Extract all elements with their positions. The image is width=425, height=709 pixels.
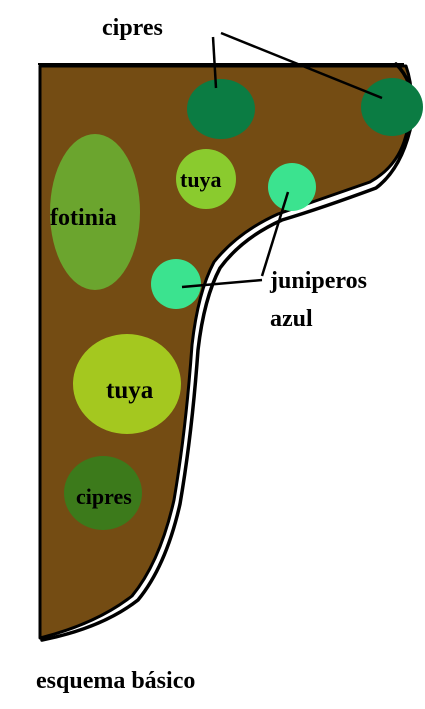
fotinia-label: fotinia bbox=[50, 205, 117, 231]
cipres-bottom-label: cipres bbox=[76, 484, 132, 509]
bed-curve-outline bbox=[40, 62, 415, 642]
tuya-small-label: tuya bbox=[180, 167, 222, 192]
tuya-plant-large bbox=[73, 334, 181, 434]
fotinia-plant bbox=[50, 134, 140, 290]
junipero-plant-upper bbox=[268, 163, 316, 211]
cipres-leader-line-2 bbox=[220, 31, 383, 100]
tuya-plant-small bbox=[176, 149, 236, 209]
tuya-large-label: tuya bbox=[106, 377, 154, 404]
juniperos-label-line1: juniperos bbox=[269, 268, 367, 294]
junipero-leader-line-1 bbox=[260, 191, 290, 277]
juniperos-label-line2: azul bbox=[270, 306, 313, 332]
cipres-plant-corner bbox=[361, 78, 423, 136]
cipres-leader-line-1 bbox=[211, 36, 218, 89]
cipres-plant-top bbox=[187, 79, 255, 139]
cipres-top-label: cipres bbox=[102, 15, 163, 41]
caption: esquema básico bbox=[36, 668, 195, 694]
cipres-plant-bottom bbox=[64, 456, 142, 530]
junipero-plant-lower bbox=[151, 259, 201, 309]
junipero-leader-line-2 bbox=[181, 278, 263, 289]
